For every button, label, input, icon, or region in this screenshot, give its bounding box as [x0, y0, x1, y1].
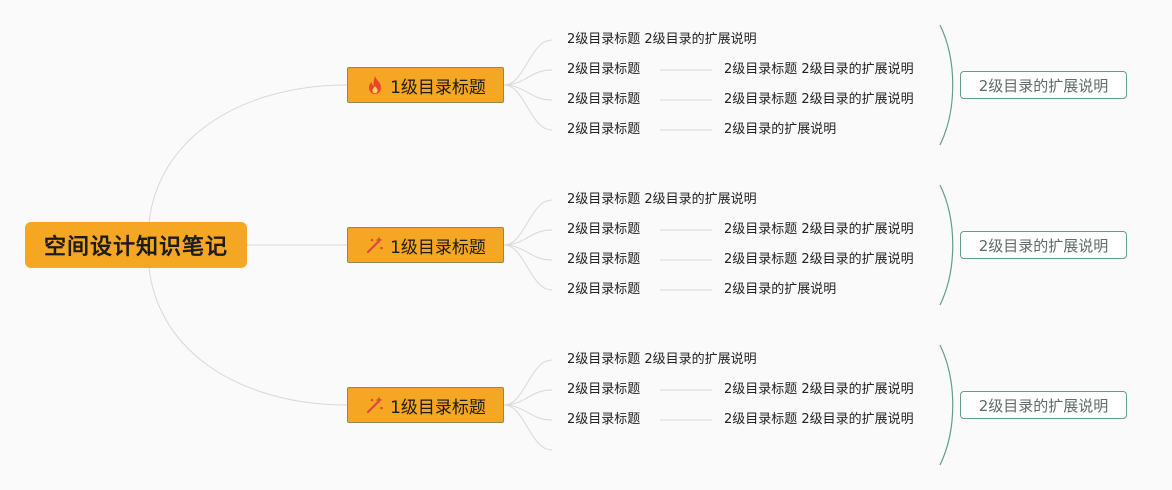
root-topic-label: 空间设计知识笔记: [43, 235, 228, 260]
summary-box[interactable]: 2级目录的扩展说明: [960, 71, 1127, 99]
item-connector: [503, 199, 553, 246]
subtopic-description[interactable]: 2级目录标题 2级目录的扩展说明: [724, 412, 914, 427]
branch-topic-2[interactable]: 1级目录标题: [347, 227, 504, 263]
subtopic-description[interactable]: 2级目录的扩展说明: [724, 122, 837, 137]
subtopic-title[interactable]: 2级目录标题: [567, 122, 641, 137]
branch-topic-1[interactable]: 1级目录标题: [347, 67, 504, 103]
sparkle-icon: [365, 395, 385, 415]
branch-topic-label: 1级目录标题: [390, 397, 486, 418]
summary-box[interactable]: 2级目录的扩展说明: [960, 231, 1127, 259]
item-connector: [503, 69, 553, 86]
subtopic-description[interactable]: 2级目录标题 2级目录的扩展说明: [724, 382, 914, 397]
item-connector: [503, 404, 553, 451]
subtopic-description[interactable]: 2级目录标题 2级目录的扩展说明: [724, 92, 914, 107]
subtopic-title[interactable]: 2级目录标题: [567, 412, 641, 427]
subtopic-description[interactable]: 2级目录标题 2级目录的扩展说明: [724, 252, 914, 267]
subtopic-description[interactable]: 2级目录标题 2级目录的扩展说明: [724, 62, 914, 77]
summary-brace: [939, 344, 954, 466]
subtopic-description[interactable]: 2级目录标题 2级目录的扩展说明: [724, 222, 914, 237]
summary-box[interactable]: 2级目录的扩展说明: [960, 391, 1127, 419]
branch-topic-3[interactable]: 1级目录标题: [347, 387, 504, 423]
subtopic-title[interactable]: 2级目录标题: [567, 222, 641, 237]
subtopic-title[interactable]: 2级目录标题: [567, 92, 641, 107]
subtopic-title[interactable]: 2级目录标题: [567, 62, 641, 77]
sparkle-icon: [365, 235, 385, 255]
item-connector: [503, 84, 553, 131]
item-connector: [503, 229, 553, 246]
summary-label: 2级目录的扩展说明: [978, 76, 1109, 95]
summary-label: 2级目录的扩展说明: [978, 236, 1109, 255]
subtopic-title[interactable]: 2级目录标题: [567, 282, 641, 297]
subtopic-title[interactable]: 2级目录标题 2级目录的扩展说明: [567, 32, 757, 47]
root-topic[interactable]: 空间设计知识笔记: [25, 222, 247, 268]
subtopic-title[interactable]: 2级目录标题: [567, 252, 641, 267]
subtopic-title[interactable]: 2级目录标题: [567, 382, 641, 397]
root-branch-connector: [147, 84, 348, 241]
item-connector: [503, 359, 553, 406]
fire-icon: [365, 75, 385, 95]
item-connector: [503, 244, 553, 291]
summary-brace: [939, 184, 954, 306]
root-branch-connector: [147, 249, 348, 406]
item-connector: [503, 39, 553, 86]
branch-topic-label: 1级目录标题: [390, 77, 486, 98]
summary-brace: [939, 24, 954, 146]
subtopic-title[interactable]: 2级目录标题 2级目录的扩展说明: [567, 352, 757, 367]
branch-topic-label: 1级目录标题: [390, 237, 486, 258]
subtopic-title[interactable]: 2级目录标题 2级目录的扩展说明: [567, 192, 757, 207]
item-connector: [503, 389, 553, 406]
summary-label: 2级目录的扩展说明: [978, 396, 1109, 415]
subtopic-description[interactable]: 2级目录的扩展说明: [724, 282, 837, 297]
